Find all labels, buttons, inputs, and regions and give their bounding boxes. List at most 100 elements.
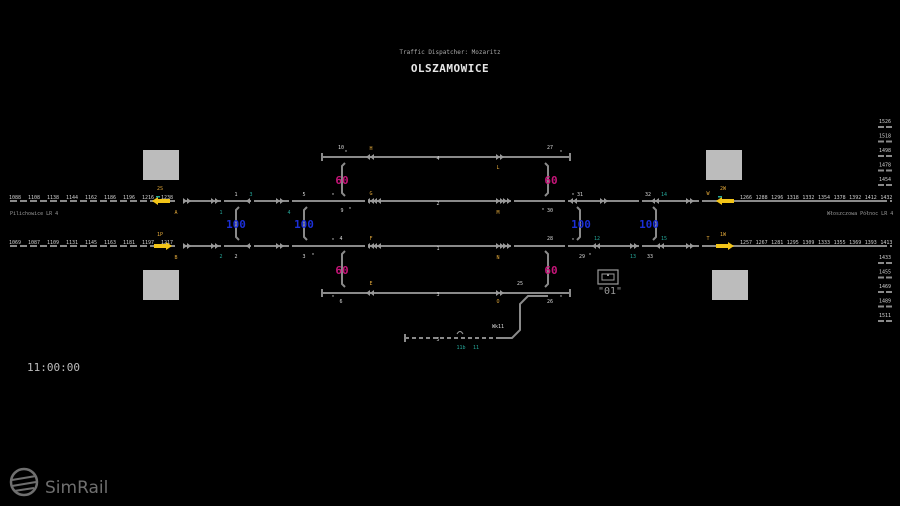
axle-counter-right-bottom: 1413 (880, 240, 892, 246)
point-number-32: 32 (645, 192, 651, 198)
axle-scale-bottom: 1511 (879, 313, 891, 319)
switch-link-left-2[interactable] (303, 206, 308, 241)
neighbour-left-label: Pilichowice LR 4 (10, 211, 59, 217)
axle-scale-top: 1478 (879, 163, 891, 169)
track-arrow-icon (604, 198, 608, 204)
track-arrow-icon (215, 198, 219, 204)
axle-counter-right-bottom: 1257 (740, 240, 752, 246)
bay-top-right[interactable] (706, 150, 742, 180)
axle-counter-left-bottom: 1131 (66, 240, 78, 246)
switch-link-right-1[interactable] (576, 206, 581, 241)
switch-link-right-2[interactable] (652, 206, 657, 241)
track-arrow-icon (496, 154, 500, 160)
axle-counter-right-top: 1378 (834, 195, 846, 201)
switch-link-N-O[interactable] (544, 250, 549, 288)
track-joint (365, 243, 368, 249)
track-joint (221, 243, 224, 249)
track-arrow-icon (215, 243, 219, 249)
axle-counter-right-bottom: 1309 (802, 240, 814, 246)
track-arrow-icon (651, 198, 655, 204)
track-arrow-icon (507, 198, 511, 204)
teal-label-13: 13 (630, 254, 636, 260)
switch-link-L-M[interactable] (544, 162, 549, 197)
track-joint (289, 243, 292, 249)
track-arrow-icon (366, 154, 370, 160)
track-arrow-icon (370, 198, 374, 204)
track-siding-link[interactable] (498, 295, 548, 339)
track-arrow-icon (503, 243, 507, 249)
signal-W-label: W (706, 191, 710, 197)
teal-label-14: 14 (661, 192, 667, 198)
track-arrow-icon (183, 243, 187, 249)
axle-counter-right-bottom: 1355 (834, 240, 846, 246)
axle-counter-right-top: 1318 (787, 195, 799, 201)
track-arrow-icon (500, 154, 504, 160)
bay-top-left[interactable] (143, 150, 179, 180)
entry-signal-arrow-icon[interactable] (728, 242, 734, 250)
point-number-29: 29 (579, 254, 585, 260)
track-joint (639, 243, 642, 249)
axle-counter-left-bottom: 1087 (28, 240, 40, 246)
point-marker (332, 238, 334, 240)
track-joint (511, 243, 514, 249)
axle-counter-left-bottom: 1145 (85, 240, 97, 246)
track-arrow-icon (370, 290, 374, 296)
track-arrow-icon (370, 154, 374, 160)
point-marker (589, 253, 591, 255)
track-arrow-icon (655, 198, 659, 204)
axle-counter-left-top: 1196 (123, 195, 135, 201)
entry-signal-arrow-icon-bar[interactable] (716, 244, 728, 248)
axle-counter-right-top: 1392 (849, 195, 861, 201)
track-arrow-icon (246, 198, 250, 204)
switch-link-left-1[interactable] (235, 206, 240, 241)
signal-E-label: E (369, 281, 372, 287)
signal-indicator (156, 196, 160, 198)
track-arrow-icon (370, 243, 374, 249)
axle-counter-right-top: 1432 (880, 195, 892, 201)
point-number-6: 6 (339, 299, 342, 305)
entry-signal-arrow-icon[interactable] (166, 242, 172, 250)
point-number-2: 2 (234, 254, 237, 260)
track-arrow-icon (496, 290, 500, 296)
signal-1P-label: 1P (157, 232, 163, 238)
track-number-4: 4 (436, 156, 439, 162)
point-number-27: 27 (547, 145, 553, 151)
switch-link-F-E[interactable] (341, 250, 346, 288)
speed-limit-60: 60 (335, 264, 348, 277)
point-number-25: 25 (517, 281, 523, 287)
entry-signal-arrow-icon-bar[interactable] (722, 199, 734, 203)
track-arrow-icon (573, 198, 577, 204)
axle-scale-bottom: 1433 (879, 255, 891, 261)
point-number-26: 26 (547, 299, 553, 305)
teal-label-12: 12 (594, 236, 600, 242)
signal-F-label: F (369, 236, 372, 242)
track-joint (565, 243, 568, 249)
point-marker (332, 193, 334, 195)
track-arrow-icon (276, 243, 280, 249)
signal-M-label: M (496, 210, 499, 216)
monitor-01[interactable]: "01" (596, 268, 628, 300)
switch-link-H-G[interactable] (341, 162, 346, 197)
track-arrow-icon (366, 290, 370, 296)
signal-B-label: B (174, 255, 177, 261)
axle-counter-right-top: 1288 (756, 195, 768, 201)
teal-label-15: 15 (661, 236, 667, 242)
entry-signal-arrow-icon-bar[interactable] (154, 244, 166, 248)
entry-signal-arrow-icon[interactable] (152, 197, 158, 205)
track-arrow-icon (507, 243, 511, 249)
signal-2W-label: 2W (720, 186, 727, 192)
axle-counter-left-top: 1186 (104, 195, 116, 201)
axle-counter-left-bottom: 1109 (47, 240, 59, 246)
entry-signal-arrow-icon-bar[interactable] (158, 199, 170, 203)
entry-signal-arrow-icon[interactable] (716, 197, 722, 205)
point-number-33: 33 (647, 254, 653, 260)
speed-limit-100: 100 (571, 218, 591, 231)
track-arrow-icon (630, 243, 634, 249)
signal-N-label: N (496, 255, 499, 261)
monitor-icon (597, 269, 619, 285)
bay-bottom-right[interactable] (712, 270, 748, 300)
track-number-2: 2 (436, 201, 439, 207)
track-arrow-icon (211, 198, 215, 204)
bay-bottom-left[interactable] (143, 270, 179, 300)
axle-counter-right-bottom: 1267 (756, 240, 768, 246)
